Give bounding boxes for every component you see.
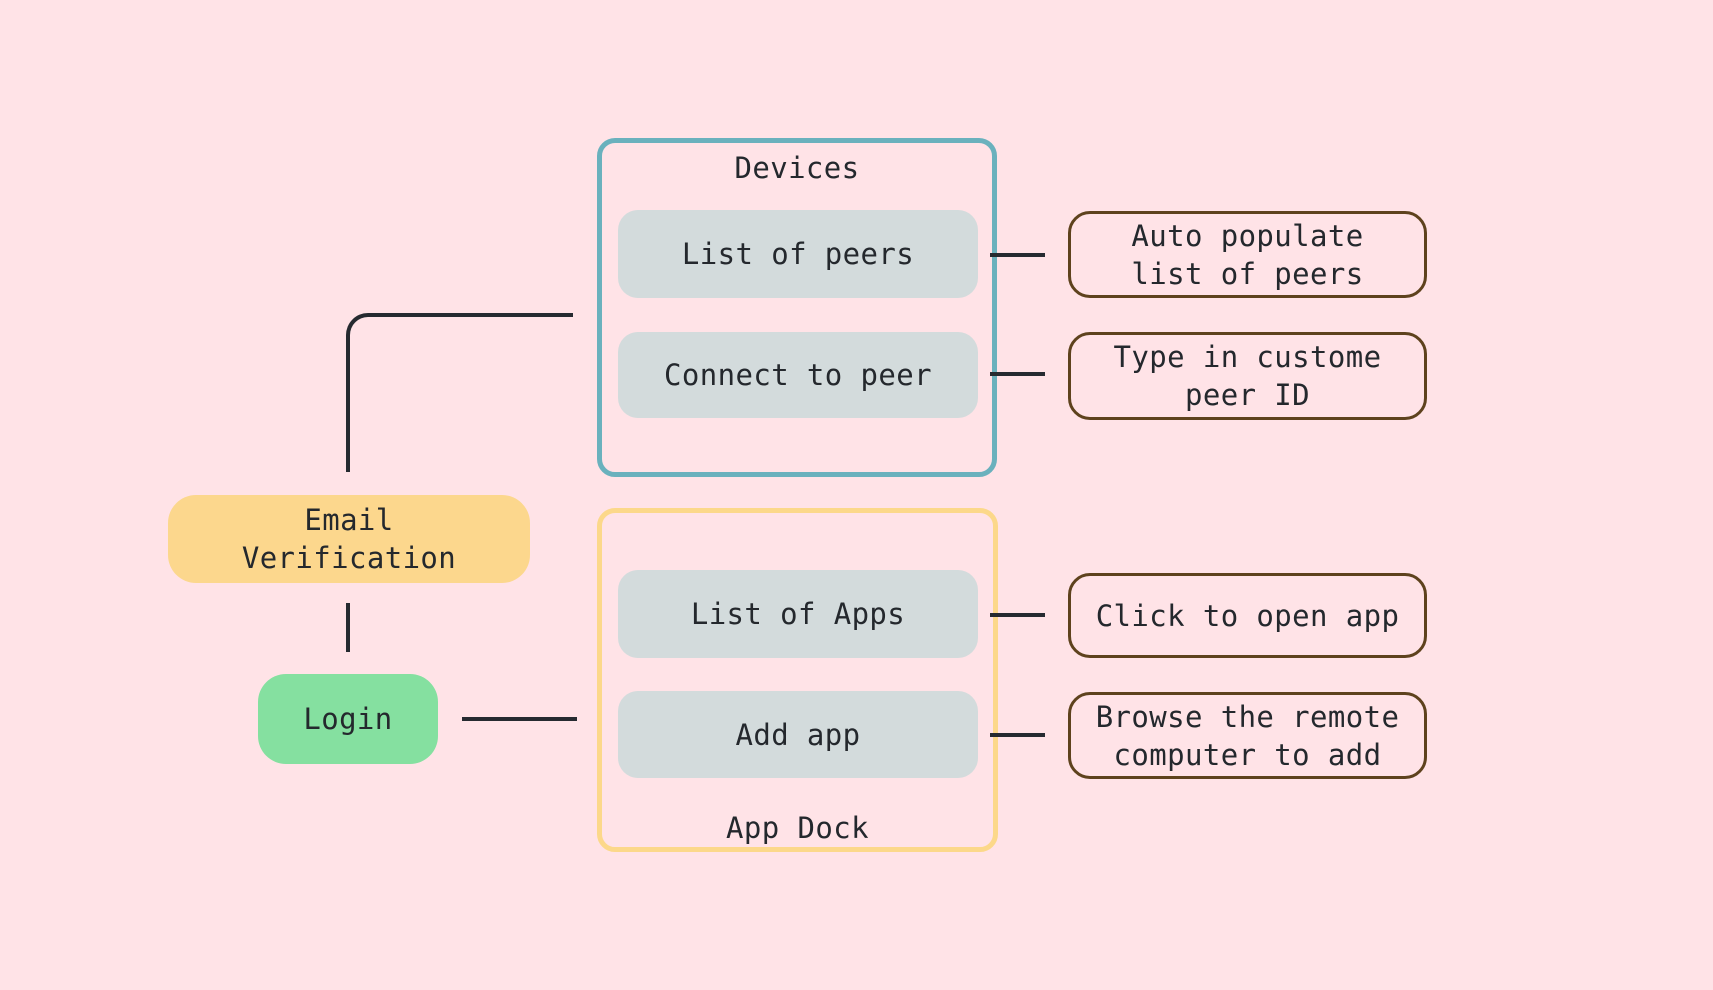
node-add-app-label: Add app (735, 717, 861, 752)
note-click-to-open-app[interactable]: Click to open app (1068, 573, 1427, 658)
node-email-verification-label-line2: Verification (241, 541, 457, 575)
node-login-label: Login (303, 702, 393, 736)
note-auto-populate-list-of-peers[interactable]: Auto populate list of peers (1068, 211, 1427, 298)
group-devices-title: Devices (734, 151, 860, 185)
note-line: Browse the remote (1095, 699, 1400, 734)
note-line: list of peers (1131, 256, 1364, 291)
connector-list-of-peers-to-note (990, 253, 1045, 257)
connector-email-to-devices (346, 313, 573, 472)
node-login[interactable]: Login (258, 674, 438, 764)
note-line: Click to open app (1095, 598, 1400, 633)
node-list-of-apps[interactable]: List of Apps (618, 570, 978, 658)
node-email-verification[interactable]: Email Verification (168, 495, 530, 583)
node-email-verification-label-line1: Email (304, 503, 394, 537)
group-app-dock-title: App Dock (726, 811, 869, 845)
note-line: computer to add (1113, 737, 1382, 772)
node-list-of-apps-label: List of Apps (690, 597, 906, 631)
connector-login-to-app-dock (462, 717, 577, 721)
node-list-of-peers-label: List of peers (681, 237, 915, 271)
note-line: peer ID (1184, 378, 1311, 412)
node-add-app[interactable]: Add app (618, 691, 978, 778)
note-line: Auto populate (1131, 218, 1364, 253)
group-app-dock[interactable]: App Dock List of Apps Add app (597, 508, 998, 852)
note-line: Type in custome (1113, 340, 1382, 374)
node-connect-to-peer-label: Connect to peer (664, 358, 932, 392)
group-devices[interactable]: Devices List of peers Connect to peer (597, 138, 997, 477)
connector-email-to-login (346, 603, 350, 652)
connector-list-of-apps-to-note (990, 613, 1045, 617)
note-browse-the-remote-computer[interactable]: Browse the remote computer to add (1068, 692, 1427, 779)
note-type-in-custome-peer-id[interactable]: Type in custome peer ID (1068, 332, 1427, 420)
connector-add-app-to-note (990, 733, 1045, 737)
node-connect-to-peer[interactable]: Connect to peer (618, 332, 978, 418)
node-list-of-peers[interactable]: List of peers (618, 210, 978, 298)
connector-connect-to-peer-to-note (990, 372, 1045, 376)
